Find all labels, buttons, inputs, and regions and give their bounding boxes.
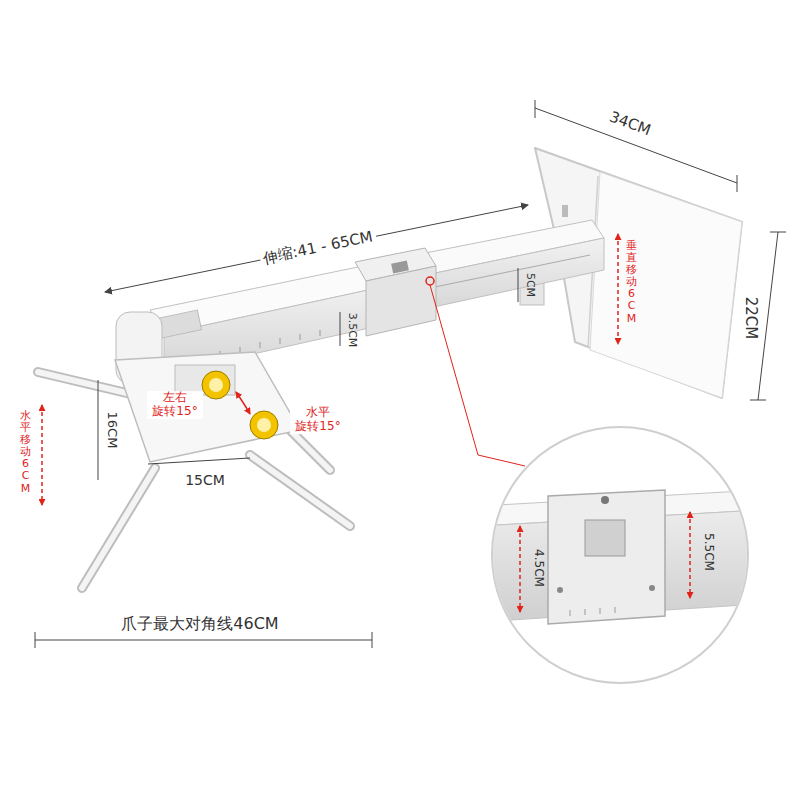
dimension-label: 15CM (185, 472, 225, 488)
dimension-label: 3.5CM (346, 313, 359, 348)
sleeve-collar (355, 248, 436, 336)
movement-note: 水平移动6CM (20, 410, 31, 495)
dimension-label: 22CM (741, 297, 758, 340)
movement-note: 垂直移动6CM (626, 240, 637, 325)
projector-bracket (38, 352, 350, 588)
dimension-label: 16CM (105, 412, 120, 449)
dimension-label: 34CM (607, 109, 653, 140)
dimension-lines (35, 100, 786, 648)
dimension-label: 4.5CM (531, 549, 545, 587)
dimension-label: 5.5CM (701, 533, 715, 571)
rotation-note: 左右 旋转15° (147, 391, 203, 419)
zoom-detail (480, 427, 760, 683)
leader-line (430, 285, 525, 466)
dimension-label: 爪子最大对角线46CM (121, 615, 278, 633)
rotation-note: 水平 旋转15° (290, 406, 346, 434)
dimension-label: 5CM (524, 273, 537, 297)
